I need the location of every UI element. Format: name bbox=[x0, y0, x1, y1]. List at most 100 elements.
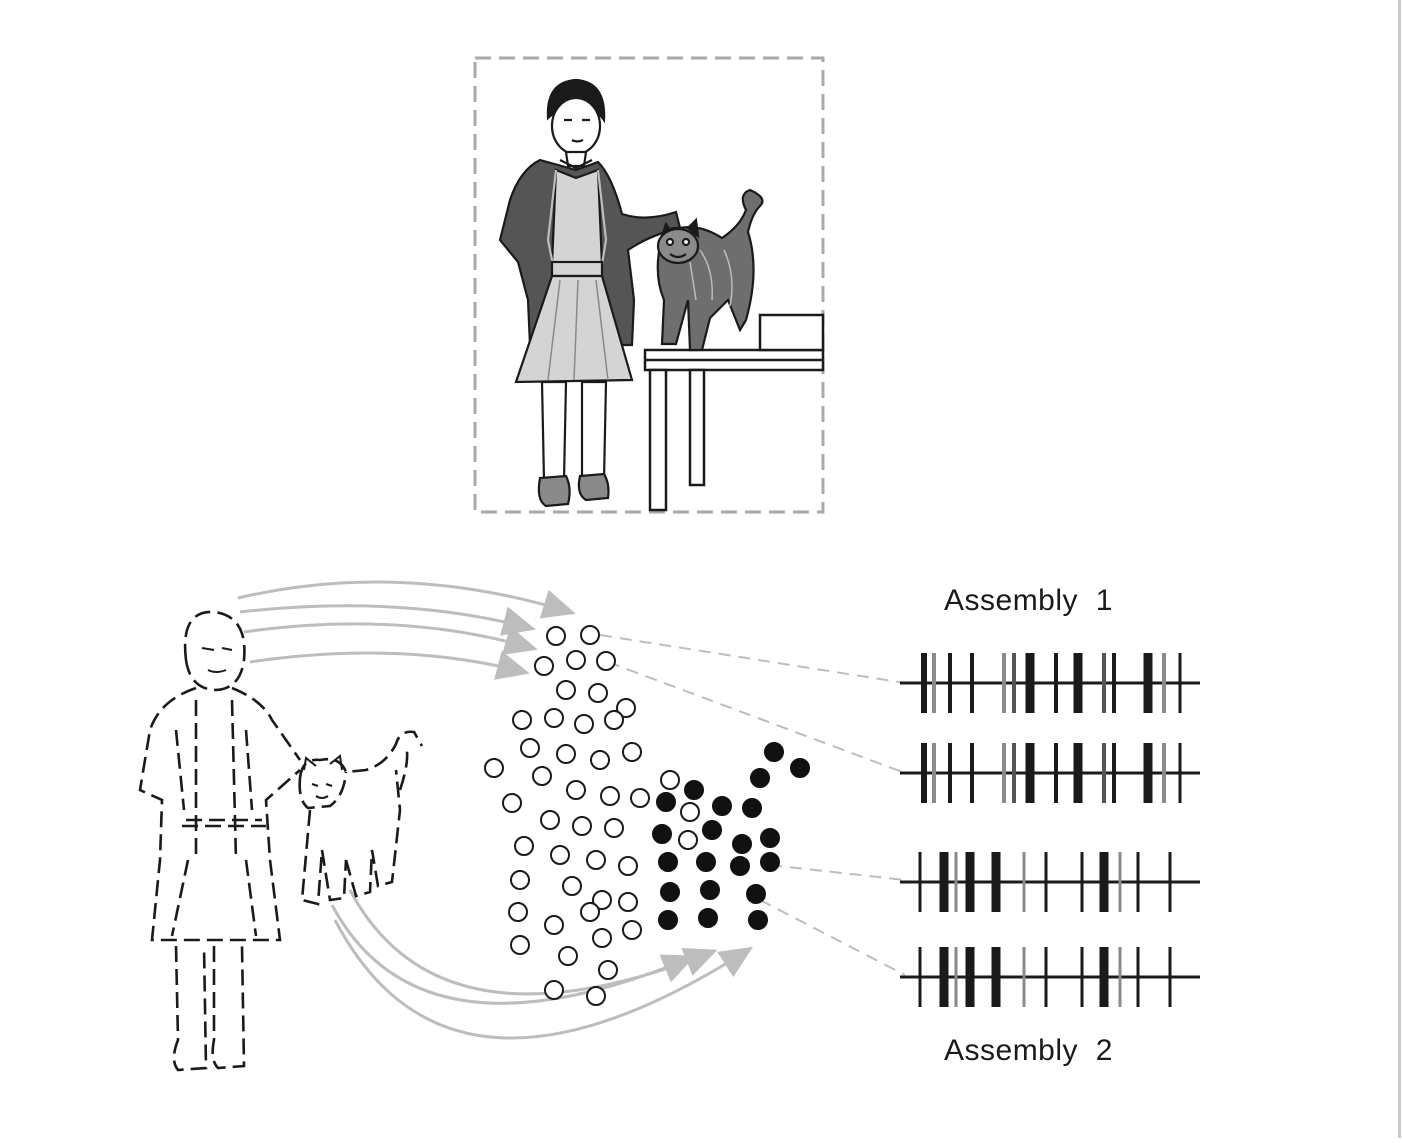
spike bbox=[1136, 947, 1140, 1007]
open-cell bbox=[566, 650, 586, 670]
open-cell bbox=[604, 818, 624, 838]
assembly-cell bbox=[698, 908, 718, 928]
spike bbox=[1022, 852, 1026, 912]
open-cell bbox=[590, 750, 610, 770]
spike bbox=[921, 743, 927, 803]
spike bbox=[1143, 743, 1153, 803]
open-cell bbox=[566, 780, 586, 800]
spike-train-1b bbox=[900, 743, 1200, 803]
spike bbox=[918, 852, 922, 912]
spike bbox=[1012, 743, 1016, 803]
spike bbox=[1162, 653, 1166, 713]
spike bbox=[1080, 947, 1084, 1007]
assembly-2-label: Assembly 2 bbox=[944, 1034, 1113, 1067]
open-cell bbox=[544, 708, 564, 728]
assembly-cell bbox=[790, 758, 810, 778]
spike bbox=[991, 852, 1001, 912]
assembly-1-label: Assembly 1 bbox=[944, 584, 1113, 617]
spike bbox=[1080, 852, 1084, 912]
spike bbox=[954, 947, 958, 1007]
spike bbox=[1002, 653, 1006, 713]
spike bbox=[954, 852, 958, 912]
open-cell bbox=[520, 738, 540, 758]
spike-train-2b bbox=[900, 947, 1200, 1007]
spike bbox=[939, 947, 949, 1007]
assembly-cell bbox=[760, 828, 780, 848]
open-cell bbox=[618, 892, 638, 912]
spike bbox=[932, 743, 936, 803]
open-cell bbox=[592, 928, 612, 948]
spike bbox=[1162, 743, 1166, 803]
spike bbox=[932, 653, 936, 713]
assembly-cell bbox=[702, 820, 722, 840]
spike bbox=[1054, 653, 1058, 713]
spike bbox=[1002, 743, 1006, 803]
open-cell bbox=[514, 836, 534, 856]
open-cell bbox=[660, 770, 680, 790]
spike bbox=[1073, 653, 1083, 713]
spike bbox=[1025, 743, 1035, 803]
open-cell bbox=[532, 766, 552, 786]
spike bbox=[1022, 947, 1026, 1007]
assembly-cell bbox=[700, 880, 720, 900]
spike bbox=[921, 653, 927, 713]
open-cell bbox=[510, 870, 530, 890]
open-cell bbox=[534, 656, 554, 676]
feature-outline-figure bbox=[138, 610, 424, 1072]
assembly-connectors bbox=[599, 634, 906, 976]
open-cell bbox=[630, 788, 650, 808]
open-cell bbox=[556, 680, 576, 700]
assembly-cell bbox=[652, 824, 672, 844]
open-cell bbox=[678, 830, 698, 850]
scene-frame bbox=[473, 56, 825, 514]
assembly-cell bbox=[742, 798, 762, 818]
spike bbox=[970, 743, 974, 803]
spike bbox=[1102, 743, 1106, 803]
open-cell bbox=[502, 793, 522, 813]
spike bbox=[939, 852, 949, 912]
open-cell bbox=[556, 744, 576, 764]
open-cell bbox=[580, 902, 600, 922]
spike bbox=[1168, 947, 1172, 1007]
spike bbox=[1112, 743, 1116, 803]
open-cell bbox=[596, 651, 616, 671]
neuron-cells-unbound bbox=[484, 625, 700, 1006]
open-cell bbox=[586, 986, 606, 1006]
spike bbox=[1073, 743, 1083, 803]
open-cell bbox=[510, 935, 530, 955]
spike bbox=[1102, 653, 1106, 713]
open-cell bbox=[618, 856, 638, 876]
spike bbox=[991, 947, 1001, 1007]
spike bbox=[948, 653, 952, 713]
open-cell bbox=[558, 946, 578, 966]
spike bbox=[1012, 653, 1016, 713]
open-cell bbox=[604, 710, 624, 730]
open-cell bbox=[598, 960, 618, 980]
spike bbox=[1044, 852, 1048, 912]
assembly-cell bbox=[712, 796, 732, 816]
open-cell bbox=[588, 683, 608, 703]
spike bbox=[1136, 852, 1140, 912]
spike bbox=[1044, 947, 1048, 1007]
open-cell bbox=[572, 816, 592, 836]
open-cell bbox=[592, 890, 612, 910]
assembly-cell bbox=[746, 884, 766, 904]
open-cell bbox=[512, 710, 532, 730]
spike bbox=[918, 947, 922, 1007]
spike bbox=[1118, 947, 1122, 1007]
spike bbox=[970, 653, 974, 713]
spike bbox=[1178, 653, 1182, 713]
open-cell bbox=[622, 920, 642, 940]
open-cell bbox=[540, 810, 560, 830]
spike bbox=[1118, 852, 1122, 912]
spike bbox=[1099, 947, 1109, 1007]
spike-trains bbox=[900, 653, 1200, 1007]
open-cell bbox=[550, 845, 570, 865]
open-cell bbox=[508, 902, 528, 922]
assembly-cell bbox=[658, 852, 678, 872]
assembly-cell bbox=[748, 910, 768, 930]
spike bbox=[1054, 743, 1058, 803]
open-cell bbox=[622, 742, 642, 762]
